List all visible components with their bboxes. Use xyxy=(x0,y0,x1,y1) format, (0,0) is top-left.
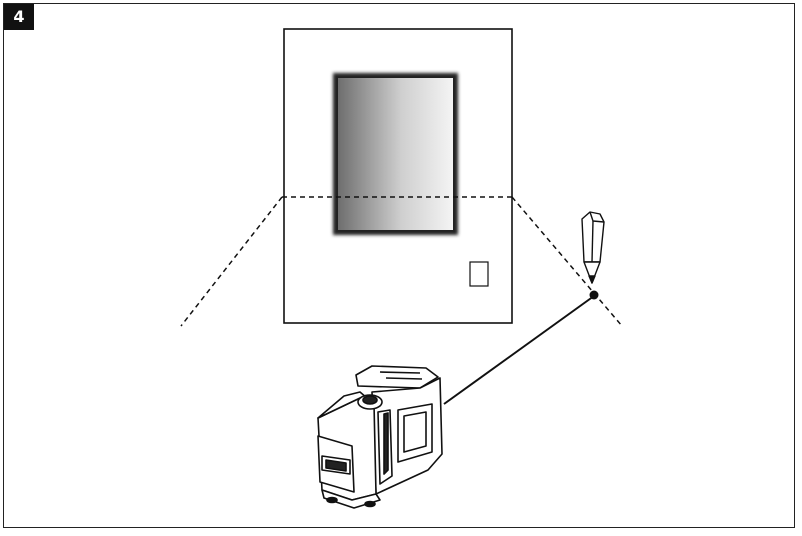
figure-frame xyxy=(3,3,795,528)
inclined-laser-line-right xyxy=(511,196,623,327)
inclined-laser-line-left xyxy=(180,196,283,327)
mark-point xyxy=(589,290,599,300)
step-number-badge: 4 xyxy=(4,4,34,30)
pointing-beam xyxy=(443,295,595,405)
laser-level-device xyxy=(317,365,443,509)
window-pane xyxy=(333,73,458,235)
pencil-icon xyxy=(581,211,605,284)
light-switch xyxy=(469,261,489,287)
